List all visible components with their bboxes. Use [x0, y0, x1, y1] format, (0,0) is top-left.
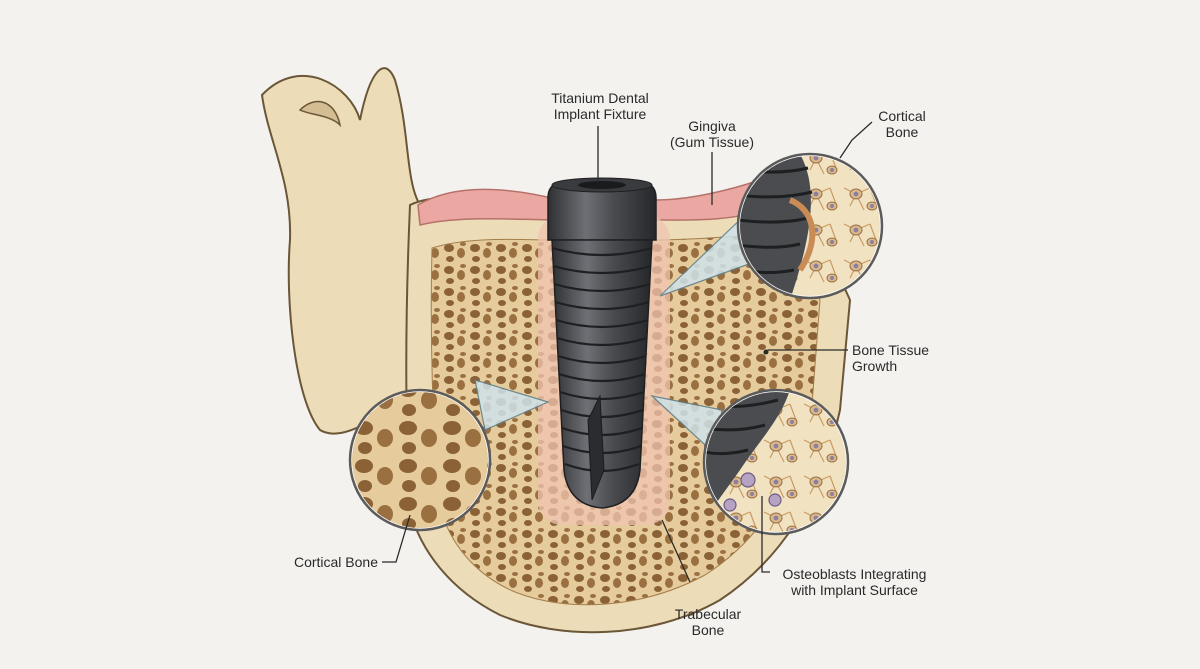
- magnified-circle-cortical-top: [736, 152, 884, 300]
- label-trabecular-bone: Trabecular Bone: [674, 606, 742, 638]
- label-gingiva: Gingiva (Gum Tissue): [669, 118, 754, 150]
- label-osteoblasts: Osteoblasts Integrating with Implant Sur…: [782, 566, 927, 598]
- implant-fixture: [547, 177, 657, 509]
- jaw-ramus: [260, 67, 427, 435]
- label-cortical-bone-left: Cortical Bone: [293, 554, 378, 570]
- label-cortical-bone-top: Cortical Bone: [878, 108, 926, 140]
- callout-arrows: [474, 213, 761, 457]
- magnified-circle-osteoblasts: [702, 388, 850, 536]
- label-implant-fixture: Titanium Dental Implant Fixture: [551, 90, 649, 122]
- leader-lines: [382, 121, 873, 583]
- magnified-circle-trabecular: [348, 388, 492, 532]
- label-bone-tissue-growth: Bone Tissue Growth: [852, 342, 930, 374]
